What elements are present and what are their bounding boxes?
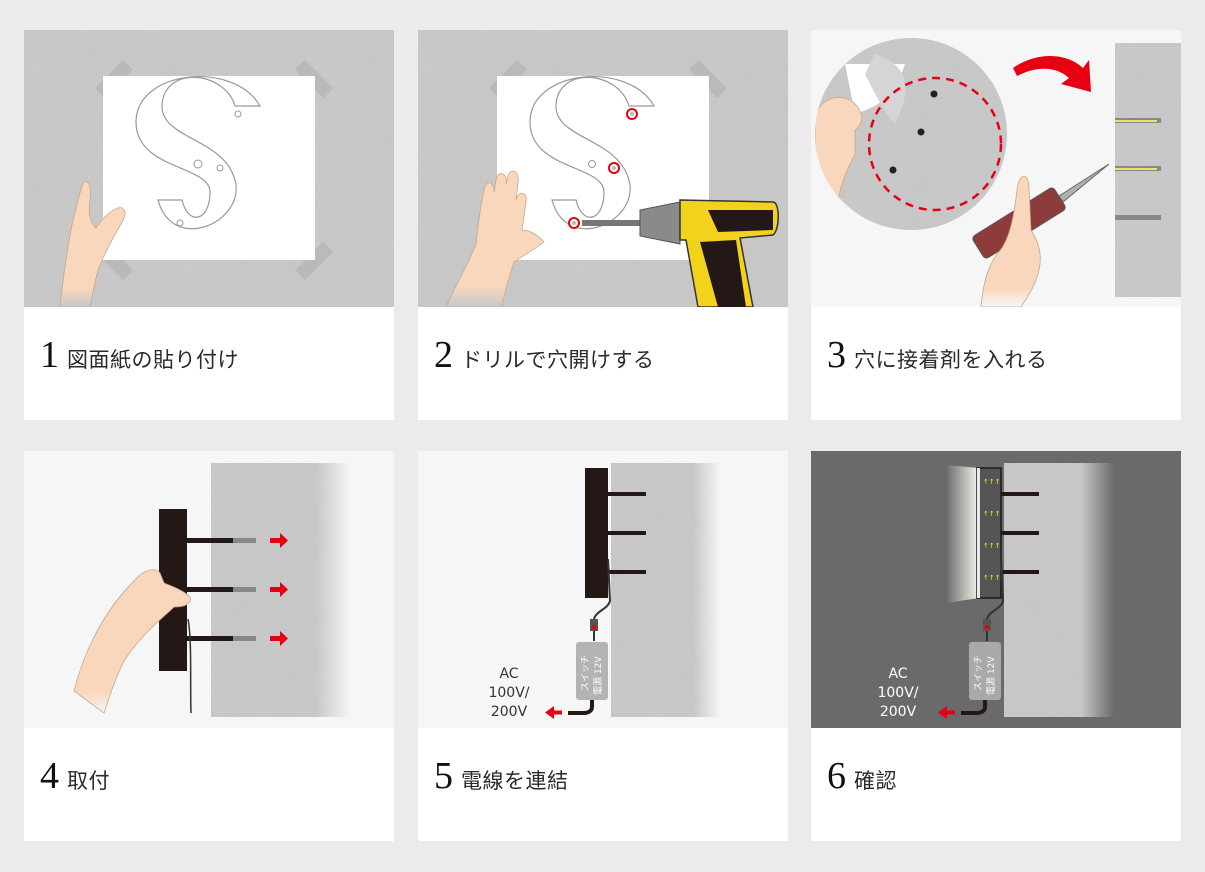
wire bbox=[593, 558, 612, 641]
svg-text:100V/: 100V/ bbox=[877, 685, 918, 701]
ac-cable bbox=[961, 700, 987, 715]
letter-s-outline bbox=[529, 76, 656, 230]
step-1-caption: 1 図面紙の貼り付け bbox=[40, 336, 239, 374]
step-card-6: ↑↑↑ ↑↑↑ ↑↑↑ ↑↑↑ スイッチ 電源 12V AC 100V/ 200V 6… bbox=[811, 451, 1181, 841]
letter-s-outline bbox=[135, 76, 262, 230]
step-label: 取付 bbox=[67, 769, 110, 793]
ac-voltage-label: AC 100V/ 200V bbox=[488, 666, 529, 720]
step-card-5: スイッチ 電源 12V AC 100V/ 200V 5 電線を連結 bbox=[418, 451, 788, 841]
wall-cross-section bbox=[1115, 43, 1181, 297]
power-supply-box: スイッチ 電源 12V bbox=[576, 642, 608, 700]
step-card-4: 4 取付 bbox=[24, 451, 394, 841]
lit-sign-body bbox=[976, 467, 1039, 599]
hand-icon bbox=[445, 170, 545, 307]
step-label: 穴に接着剤を入れる bbox=[854, 348, 1048, 372]
step-2-illustration bbox=[418, 30, 788, 307]
ac-voltage-label: AC 100V/ 200V bbox=[877, 666, 918, 720]
step-label: 電線を連結 bbox=[461, 769, 569, 793]
step-1-illustration bbox=[24, 30, 394, 307]
svg-text:↑↑↑: ↑↑↑ bbox=[983, 542, 1001, 550]
svg-text:AC: AC bbox=[888, 666, 907, 682]
step-5-illustration: スイッチ 電源 12V AC 100V/ 200V bbox=[418, 451, 788, 728]
push-arrow-icons bbox=[270, 533, 288, 646]
dashed-highlight-circle bbox=[867, 76, 1003, 212]
step-label: 確認 bbox=[854, 769, 897, 793]
ac-arrow-icon bbox=[545, 706, 562, 719]
power-box-label-1: スイッチ bbox=[580, 655, 591, 691]
light-glow bbox=[946, 465, 979, 603]
step-label: ドリルで穴開けする bbox=[461, 348, 655, 372]
wall bbox=[1004, 463, 1114, 717]
step-6-caption: 6 確認 bbox=[827, 757, 897, 795]
ac-arrow-icon bbox=[938, 706, 955, 719]
step-label: 図面紙の貼り付け bbox=[67, 348, 239, 372]
curved-arrow-icon bbox=[1013, 56, 1091, 92]
paper-template bbox=[103, 76, 315, 260]
step-number: 2 bbox=[434, 334, 453, 376]
wall bbox=[611, 463, 721, 717]
hand-icon bbox=[73, 569, 191, 714]
svg-text:200V: 200V bbox=[491, 704, 528, 720]
step-card-1: 1 図面紙の貼り付け bbox=[24, 30, 394, 420]
step-card-3: 3 穴に接着剤を入れる bbox=[811, 30, 1181, 420]
step-number: 4 bbox=[40, 755, 59, 797]
step-5-caption: 5 電線を連結 bbox=[434, 757, 569, 795]
power-supply-box: スイッチ 電源 12V bbox=[969, 642, 1001, 700]
svg-text:100V/: 100V/ bbox=[488, 685, 529, 701]
power-box-label-2: 電源 12V bbox=[593, 656, 604, 695]
power-box-label-1: スイッチ bbox=[973, 655, 984, 691]
step-4-illustration bbox=[24, 451, 394, 728]
step-6-illustration: ↑↑↑ ↑↑↑ ↑↑↑ ↑↑↑ スイッチ 電源 12V AC 100V/ 200V bbox=[811, 451, 1181, 728]
ac-cable bbox=[568, 700, 594, 715]
hand-icon bbox=[59, 181, 126, 307]
svg-text:↑↑↑: ↑↑↑ bbox=[983, 574, 1001, 582]
step-number: 5 bbox=[434, 755, 453, 797]
svg-text:↑↑↑: ↑↑↑ bbox=[983, 510, 1001, 518]
svg-text:↑↑↑: ↑↑↑ bbox=[983, 478, 1001, 486]
svg-text:200V: 200V bbox=[880, 704, 917, 720]
drill-icon bbox=[582, 199, 779, 307]
drill-hole-markers bbox=[568, 108, 638, 229]
step-4-caption: 4 取付 bbox=[40, 757, 110, 795]
step-2-caption: 2 ドリルで穴開けする bbox=[434, 336, 655, 374]
power-box-label-2: 電源 12V bbox=[986, 656, 997, 695]
svg-text:AC: AC bbox=[499, 666, 518, 682]
hand-icon bbox=[980, 175, 1041, 307]
step-3-caption: 3 穴に接着剤を入れる bbox=[827, 336, 1048, 374]
step-3-illustration bbox=[811, 30, 1181, 307]
step-number: 6 bbox=[827, 755, 846, 797]
step-number: 1 bbox=[40, 334, 59, 376]
step-number: 3 bbox=[827, 334, 846, 376]
sign-body bbox=[585, 468, 646, 598]
step-card-2: 2 ドリルで穴開けする bbox=[418, 30, 788, 420]
led-arrow-icons: ↑↑↑ ↑↑↑ ↑↑↑ ↑↑↑ bbox=[983, 478, 1001, 582]
wire bbox=[986, 558, 1005, 641]
